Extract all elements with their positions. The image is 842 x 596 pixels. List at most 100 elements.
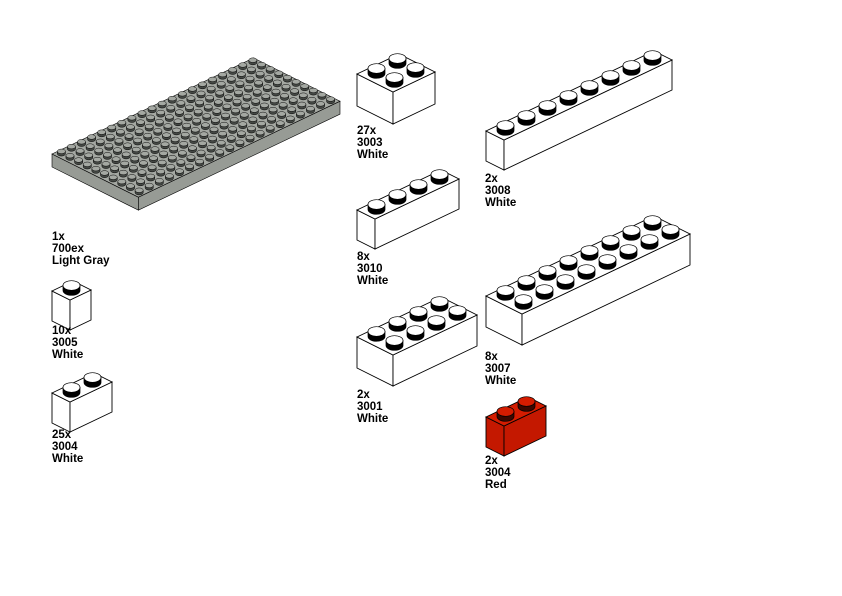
stud — [388, 189, 407, 205]
stud — [224, 94, 233, 103]
stud — [93, 156, 102, 165]
stud — [147, 105, 157, 114]
stud — [186, 154, 196, 163]
part-number: 3005 — [52, 337, 78, 349]
stud — [234, 89, 243, 98]
stud — [517, 275, 536, 291]
stud — [216, 81, 226, 89]
stud — [167, 155, 177, 163]
stud — [175, 109, 184, 117]
part-label-3001-white: 2x 3001 White — [357, 389, 388, 425]
stud — [267, 116, 276, 124]
stud — [225, 85, 235, 93]
stud — [277, 111, 287, 119]
part-color: White — [357, 149, 389, 161]
stud — [268, 107, 278, 115]
stud — [517, 396, 536, 412]
stud — [297, 101, 307, 110]
stud — [139, 160, 148, 168]
stud — [196, 149, 206, 158]
stud — [238, 62, 248, 70]
stud — [409, 179, 428, 195]
part-label-3003-white: 27x 3003 White — [357, 125, 388, 161]
stud — [643, 215, 662, 231]
stud — [146, 114, 155, 123]
stud — [242, 94, 252, 102]
stud — [577, 264, 596, 280]
stud — [185, 163, 194, 172]
brick-3001-white — [355, 296, 479, 387]
stud — [251, 98, 261, 106]
stud — [255, 71, 265, 79]
stud — [205, 154, 214, 162]
stud — [209, 126, 219, 135]
stud — [137, 110, 147, 118]
stud — [190, 127, 200, 135]
stud — [62, 382, 81, 398]
stud — [144, 123, 154, 132]
stud — [134, 128, 144, 137]
part-qty: 25x — [52, 429, 72, 441]
stud — [298, 92, 308, 101]
stud — [598, 254, 617, 270]
part-color: White — [52, 349, 84, 361]
stud — [430, 169, 449, 185]
brick-3008-white — [484, 50, 674, 171]
stud — [166, 164, 176, 172]
stud — [385, 72, 404, 88]
stud — [619, 244, 638, 260]
stud — [153, 128, 163, 136]
stud — [176, 100, 186, 108]
stud — [85, 143, 95, 152]
stud — [275, 120, 285, 128]
stud — [157, 159, 167, 168]
stud — [67, 144, 76, 152]
part-qty: 27x — [357, 125, 377, 137]
stud — [409, 306, 428, 322]
stud — [559, 255, 578, 271]
stud — [84, 152, 94, 161]
stud — [261, 93, 271, 102]
part-number: 3004 — [52, 441, 78, 453]
stud — [182, 122, 191, 131]
brick-3004-white — [50, 372, 114, 433]
stud — [114, 138, 124, 146]
stud — [367, 326, 386, 342]
stud — [83, 372, 102, 388]
part-number: 700ex — [52, 243, 84, 255]
stud — [156, 109, 166, 118]
stud — [127, 115, 137, 123]
part-color: White — [357, 275, 389, 287]
part-color: White — [485, 197, 517, 209]
stud — [239, 112, 249, 120]
stud — [173, 118, 183, 127]
stud — [185, 104, 194, 113]
stud — [296, 110, 305, 119]
stud — [288, 97, 298, 105]
stud — [231, 108, 240, 116]
stud — [622, 225, 641, 241]
stud — [538, 265, 557, 281]
stud — [367, 199, 386, 215]
stud — [186, 95, 196, 104]
stud — [245, 134, 255, 143]
stud — [193, 108, 203, 117]
stud — [198, 140, 207, 149]
stud — [101, 161, 111, 169]
stud — [201, 122, 210, 130]
stud — [129, 165, 138, 173]
part-qty: 8x — [357, 251, 370, 263]
stud — [165, 173, 174, 181]
stud — [601, 235, 620, 251]
stud — [188, 86, 197, 94]
part-label-700ex: 1x 700ex Light Gray — [52, 231, 110, 267]
part-number: 3003 — [357, 137, 383, 149]
stud — [206, 85, 216, 94]
stud — [430, 296, 449, 312]
stud — [538, 100, 557, 116]
stud — [307, 96, 317, 105]
stud — [65, 153, 75, 161]
stud — [237, 71, 246, 80]
brick-700ex-light-gray — [51, 57, 341, 211]
part-qty: 2x — [485, 455, 498, 467]
